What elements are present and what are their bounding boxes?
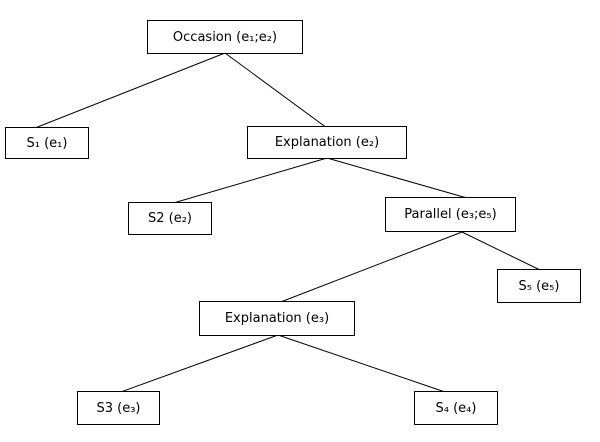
edge-explanation-bottom-s4: [277, 334, 449, 394]
node-s3: S3 (e₃): [77, 391, 160, 425]
edge-parallel-explanation-bottom: [277, 231, 463, 304]
node-s5: S₅ (e₅): [497, 269, 581, 303]
edge-explanation-top-s2: [169, 157, 328, 205]
node-explanation-bottom: Explanation (e₃): [199, 301, 355, 336]
node-explanation-top: Explanation (e₂): [247, 126, 407, 159]
edge-parallel-s5: [461, 231, 541, 271]
edge-explanation-top-parallel: [326, 157, 468, 199]
node-parallel: Parallel (e₃;e₅): [385, 197, 516, 232]
node-s1: S₁ (e₁): [5, 127, 89, 159]
node-s4: S₄ (e₄): [414, 391, 498, 425]
node-occasion: Occasion (e₁;e₂): [147, 20, 303, 54]
edge-explanation-bottom-s3: [117, 334, 279, 394]
edge-occasion-s1: [34, 52, 226, 129]
edge-occasion-explanation-top: [224, 52, 328, 129]
node-s2: S2 (e₂): [128, 202, 212, 235]
